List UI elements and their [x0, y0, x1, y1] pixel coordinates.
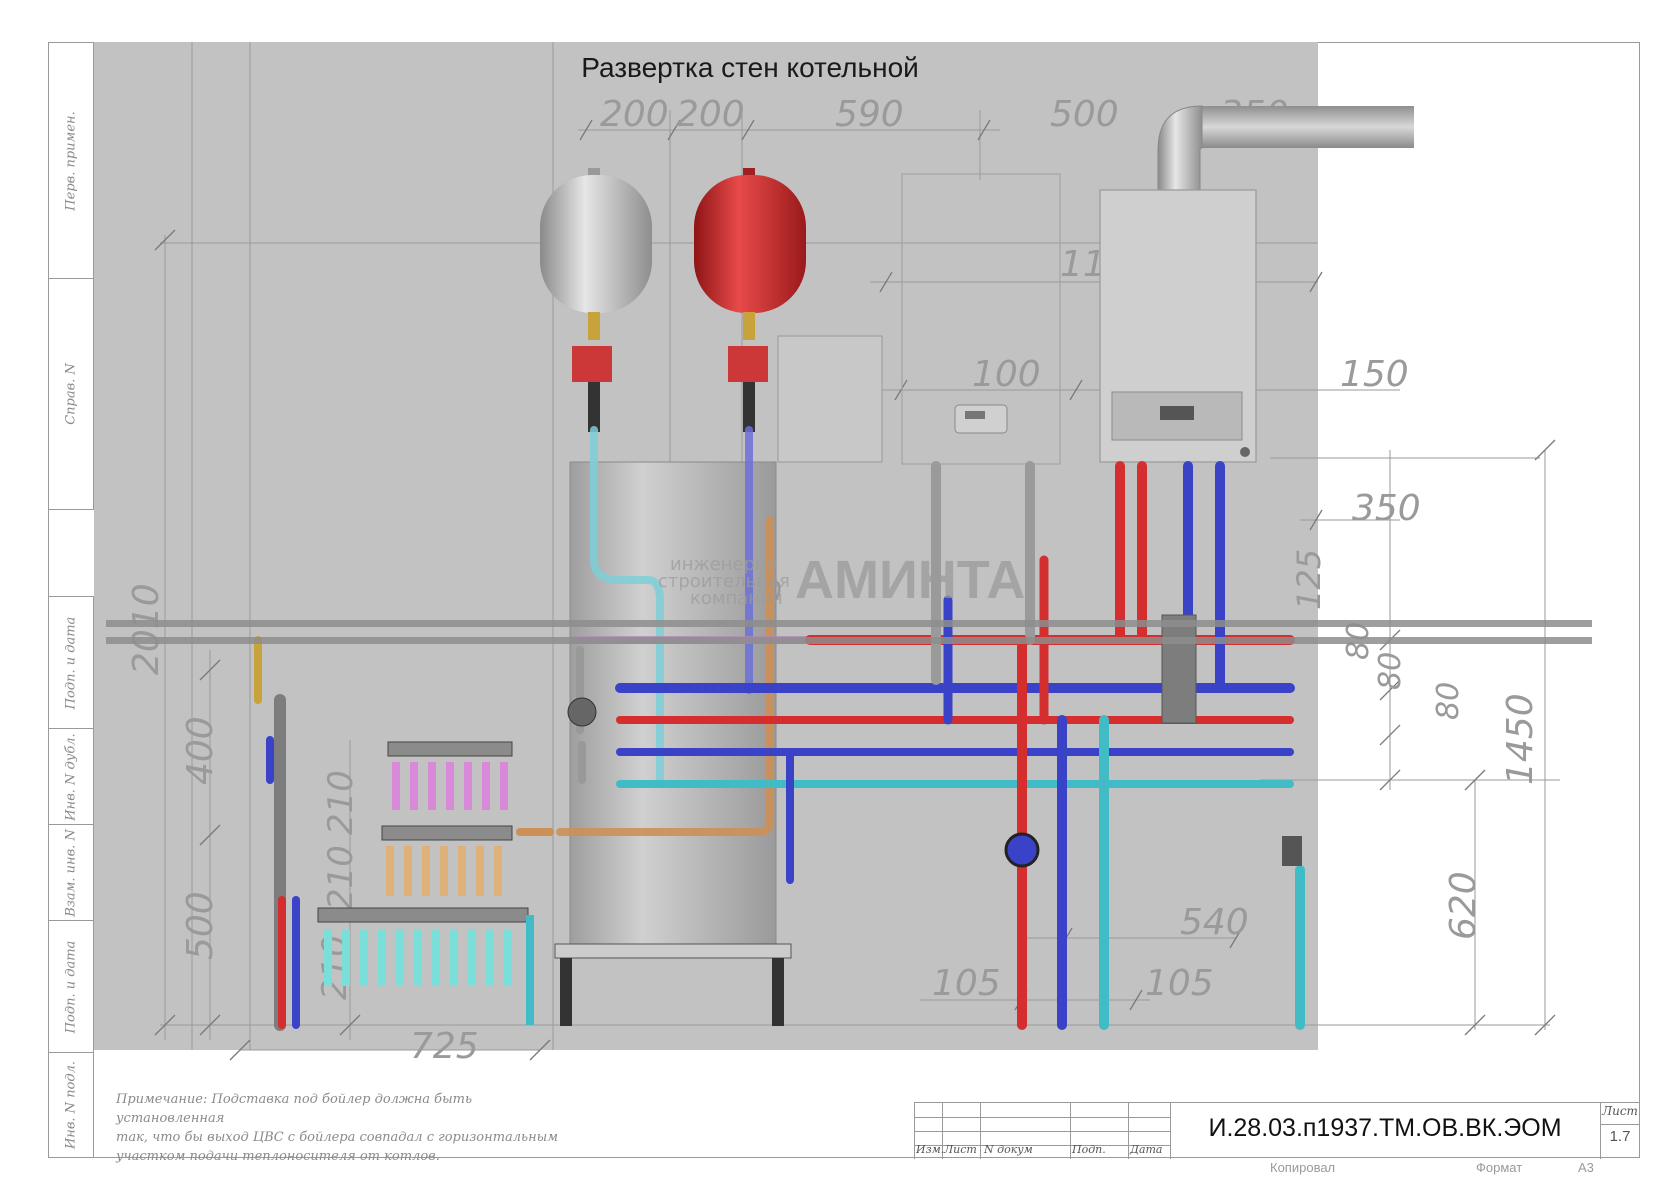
tank-pipes: [516, 426, 774, 836]
title-block: Изм. Лист N докум Подп. Дата: [914, 1102, 1640, 1159]
watermark-line-3: компания: [690, 588, 783, 609]
flue-pipe: [1157, 105, 1414, 191]
watermark-line-1: инженерно: [670, 554, 778, 575]
dim-125: 125: [1290, 549, 1328, 610]
watermark-line-2: строительная: [658, 571, 790, 592]
expansion-tank-red: [694, 168, 806, 432]
electric-boiler-outline: [901, 173, 1061, 465]
dim-400: 400: [180, 716, 221, 785]
dim-620: 620: [1443, 871, 1484, 940]
stamp-row-2: [914, 1131, 1170, 1132]
stamp-data: Дата: [1130, 1143, 1163, 1156]
control-cabinet: [777, 335, 883, 463]
side-stamp-lower: Подп. и дата Инв. N дубл. Взам. инв. N П…: [48, 596, 94, 1158]
hydraulic-separator: [1161, 614, 1197, 724]
sheet-label: Лист: [1602, 1104, 1638, 1118]
stamp-row-1: [914, 1117, 1170, 1118]
dim-540: 540: [1180, 902, 1249, 943]
overlay-rail-lower: [106, 637, 1592, 644]
stamp-sheet-divider: [1600, 1124, 1640, 1125]
dhw-circulation-pump: [567, 697, 597, 727]
stamp-col-5: [1170, 1103, 1171, 1159]
dim-350-mid: 350: [1352, 488, 1421, 529]
tank-stand-leg-right: [772, 958, 784, 1026]
tank-stand-leg-left: [560, 958, 572, 1026]
dim-210-b: 210: [321, 845, 361, 910]
expansion-tank-grey: [540, 168, 652, 432]
stamp-col-2: [980, 1103, 981, 1159]
dim-80-b: 80: [1373, 652, 1408, 690]
stamp-row-3: [914, 1145, 1170, 1146]
expansion-tank-grey-valve: [572, 346, 612, 382]
manifold-bottom: [317, 907, 534, 1025]
flue-horizontal: [1200, 106, 1414, 148]
dim-590: 590: [835, 94, 904, 135]
document-code: И.28.03.п1937.ТМ.ОВ.ВК.ЭОМ: [1208, 1114, 1562, 1142]
dim-2010: 2010: [126, 583, 167, 675]
dim-200-a: 200: [600, 94, 669, 135]
dim-105-b: 105: [1145, 963, 1214, 1004]
water-filter: [1282, 836, 1302, 866]
dim-100: 100: [972, 354, 1041, 395]
side-cell-inv-dubl: Инв. N дубл.: [49, 729, 93, 825]
stamp-n-dokum: N докум: [984, 1143, 1033, 1156]
tank-stand-top: [554, 943, 792, 959]
dimension-ticks: [154, 119, 1556, 1061]
side-cell-perv-primen: Перв. примен.: [49, 43, 93, 279]
dim-210-a: 210: [321, 770, 361, 835]
dimension-lines: [160, 42, 1560, 1051]
dhw-storage-tank: [554, 461, 792, 1026]
footer-format-value: А3: [1578, 1160, 1594, 1175]
dim-725: 725: [410, 1026, 479, 1067]
dim-1450: 1450: [1500, 693, 1541, 785]
footer-format-label: Формат: [1476, 1160, 1523, 1175]
dim-150: 150: [1340, 354, 1409, 395]
flue-elbow: [1157, 105, 1203, 191]
heating-circulation-pump: [1004, 832, 1040, 868]
dim-500-left: 500: [180, 891, 221, 960]
stamp-col-4: [1128, 1103, 1129, 1159]
gas-boiler-display: [1160, 406, 1194, 420]
stamp-col-0: [914, 1103, 915, 1159]
expansion-tank-red-body: [694, 175, 806, 313]
dim-105-a: 105: [932, 963, 1001, 1004]
side-cell-vzam-inv: Взам. инв. N: [49, 825, 93, 921]
gas-boiler-indicator: [1240, 447, 1250, 457]
expansion-tank-grey-body: [540, 175, 652, 313]
company-watermark: инженерно строительная компания АМИНТА: [658, 550, 1025, 610]
sheet-number: 1.7: [1609, 1128, 1631, 1145]
dim-200-b: 200: [676, 94, 745, 135]
dim-80-c: 80: [1431, 682, 1466, 720]
side-cell-podp-data-1: Подп. и дата: [49, 597, 93, 729]
expansion-tank-red-valve: [728, 346, 768, 382]
stamp-col-3: [1070, 1103, 1071, 1159]
thermostat-screen: [965, 411, 985, 419]
footer-copied: Копировал: [1270, 1160, 1336, 1175]
manifold-top: [387, 741, 513, 810]
overlay-rail-upper: [106, 620, 1592, 627]
left-riser: [254, 636, 300, 1031]
dhw-tank-body: [569, 461, 777, 947]
manifold-middle: [381, 825, 513, 896]
dim-500-top: 500: [1050, 94, 1119, 135]
stamp-podp: Подп.: [1072, 1143, 1106, 1156]
stamp-izm: Изм.: [916, 1143, 945, 1156]
drawing-title: Развертка стен котельной: [581, 52, 919, 83]
stamp-col-1: [942, 1103, 943, 1159]
side-stamp-upper: Перв. примен. Справ. N: [48, 42, 94, 510]
drawing-note: Примечание: Подставка под бойлер должна …: [116, 1092, 559, 1164]
watermark-brand: АМИНТА: [795, 550, 1025, 610]
side-cell-podp-data-2: Подп. и дата: [49, 921, 93, 1053]
stamp-col-6: [1600, 1103, 1601, 1159]
stamp-list: Лист: [944, 1143, 977, 1156]
